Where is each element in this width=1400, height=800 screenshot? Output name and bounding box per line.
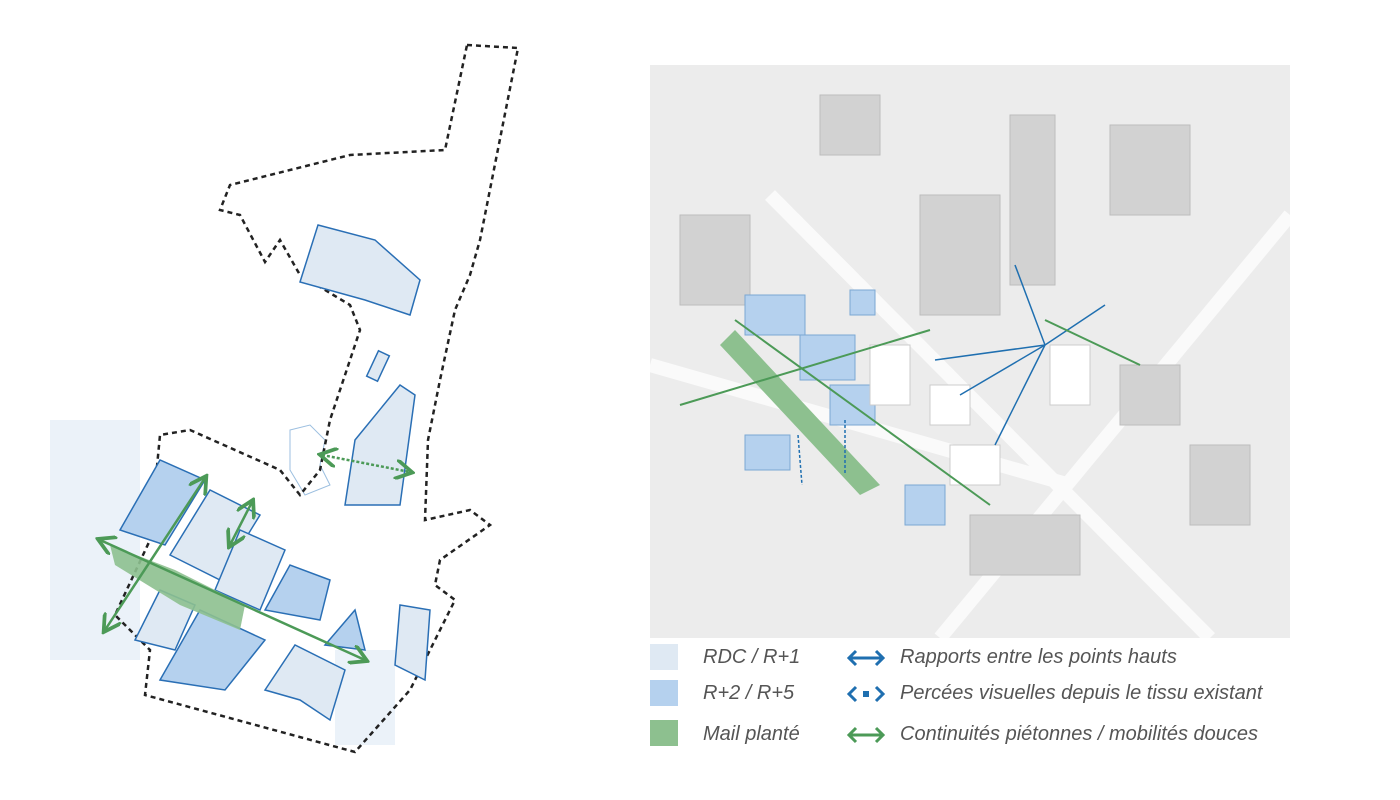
project-buildings [744, 289, 946, 526]
legend: RDC / R+1 R+2 / R+5 Mail planté Rapports… [650, 640, 1350, 755]
existing-buildings [679, 94, 1251, 576]
swatch-mail [650, 720, 678, 746]
legend-label-mail: Mail planté [703, 723, 800, 745]
site-plan [50, 43, 520, 754]
legend-label-percees: Percées visuelles depuis le tissu exista… [900, 682, 1263, 704]
legend-label-r2: R+2 / R+5 [703, 682, 795, 704]
legend-label-rapports: Rapports entre les points hauts [900, 646, 1177, 668]
pedestrian-links-3d [679, 319, 1141, 506]
mail-plante-3d [720, 330, 880, 495]
swatch-r2-r5 [650, 680, 678, 706]
mid-buildings [869, 344, 1091, 486]
aerial-axonometric-view [650, 65, 1290, 638]
double-arrow-green-icon [846, 726, 886, 744]
dotted-double-arrow-blue-icon [846, 685, 886, 703]
buildings [118, 224, 431, 722]
double-arrow-blue-icon [846, 649, 886, 667]
swatch-rdc-r1 [650, 644, 678, 670]
legend-label-continuites: Continuités piétonnes / mobilités douces [900, 723, 1258, 745]
high-point-links [797, 264, 1106, 486]
legend-label-rdc: RDC / R+1 [703, 646, 801, 668]
pedestrian-continuities [100, 455, 410, 660]
